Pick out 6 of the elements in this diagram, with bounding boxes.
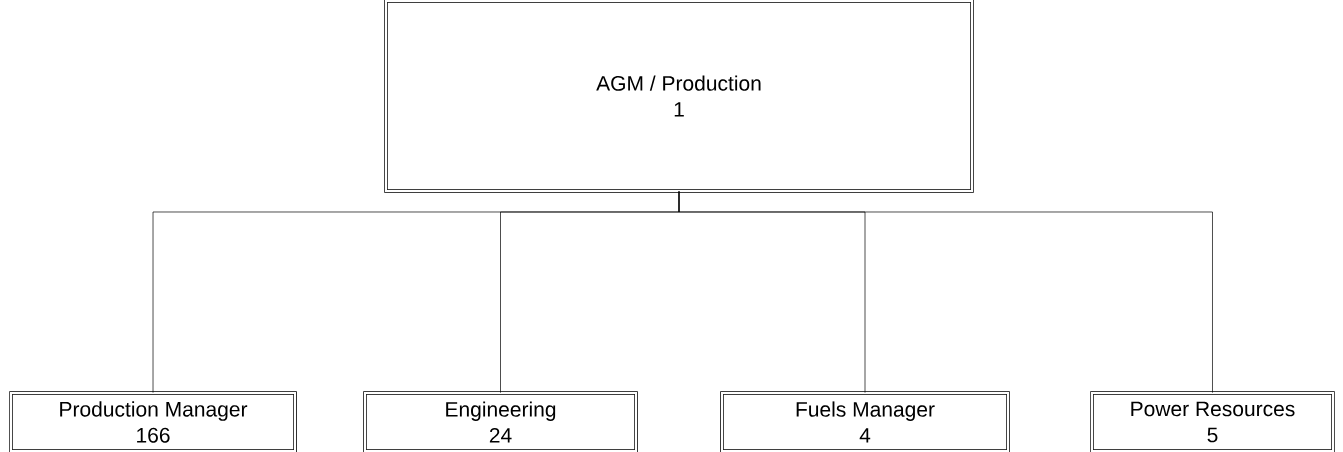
connector-line [678,191,1213,393]
org-box: Fuels Manager 4 [720,391,1010,452]
org-box: Production Manager 166 [9,391,297,452]
org-box: Engineering 24 [363,391,638,452]
org-box: AGM / Production 1 [384,0,974,193]
org-box: Power Resources 5 [1090,391,1335,452]
